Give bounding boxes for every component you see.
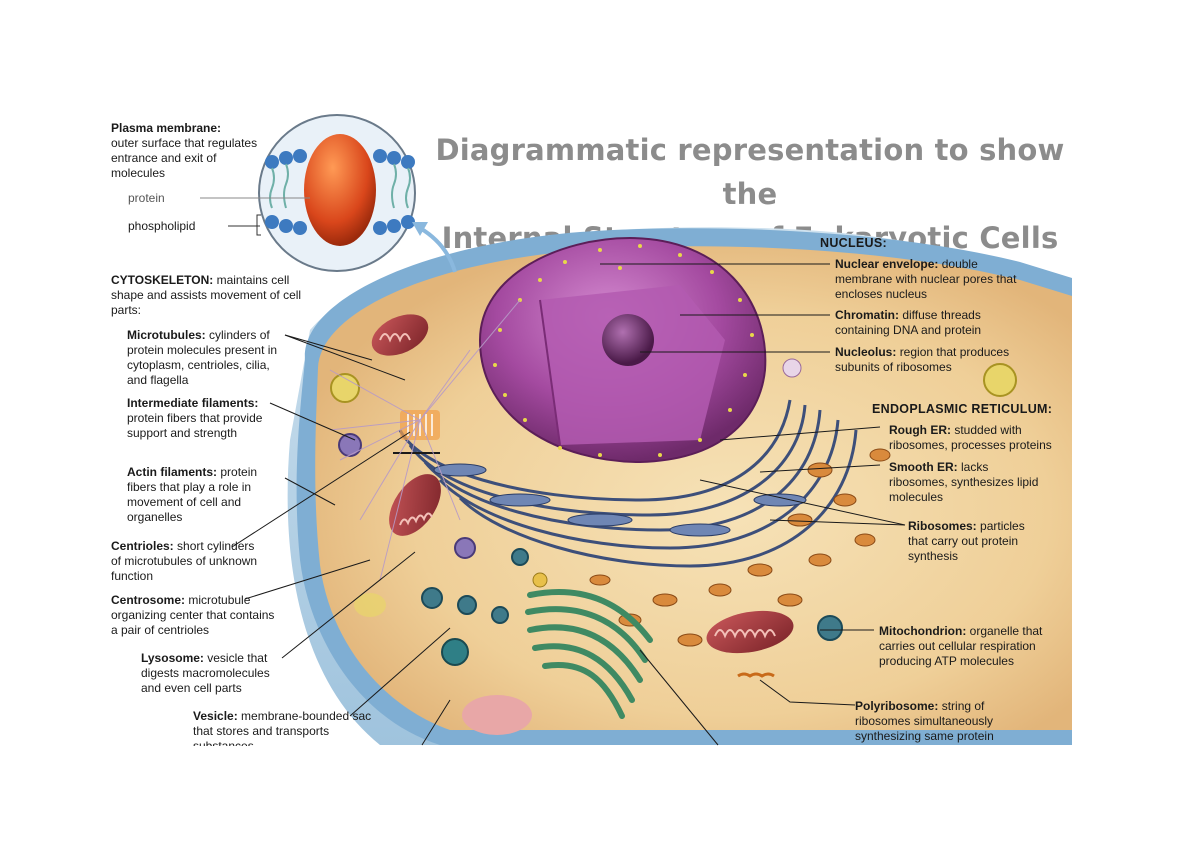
heading-nucleus: NUCLEUS:: [820, 236, 887, 250]
desc-intermediate-filaments: protein fibers that provide support and …: [127, 411, 263, 440]
label-nucleolus: Nucleolus: region that produces subunits…: [835, 345, 1030, 375]
membrane-inset: [200, 114, 457, 273]
desc-rough-er: studded with ribosomes, processes protei…: [889, 423, 1052, 452]
desc-microtubules: cylinders of protein molecules present i…: [127, 328, 278, 387]
term-mitochondrion: Mitochondrion:: [879, 624, 967, 638]
mitochondrion-3: [706, 610, 794, 654]
desc-nuclear-envelope: double membrane with nuclear pores that …: [835, 257, 1017, 301]
desc-centrioles: short cylinders of microtubules of unkno…: [111, 539, 258, 583]
desc-chromatin: diffuse threads containing DNA and prote…: [835, 308, 982, 337]
term-polyribosome: Polyribosome:: [855, 699, 939, 713]
term-ribosomes: Ribosomes:: [908, 519, 977, 533]
term-centrioles: Centrioles:: [111, 539, 174, 553]
label-microtubules: Microtubules: cylinders of protein molec…: [127, 328, 292, 388]
label-cytoskeleton: CYTOSKELETON: maintains cell shape and a…: [111, 273, 306, 318]
desc-centrosome: microtubule organizing center that conta…: [111, 593, 275, 637]
term-rough-er: Rough ER:: [889, 423, 951, 437]
label-centrioles: Centrioles: short cylinders of microtubu…: [111, 539, 261, 584]
term-intermediate-filaments: Intermediate filaments:: [127, 396, 259, 410]
er-cisternae: [433, 463, 807, 537]
desc-plasma-membrane: outer surface that regulates entrance an…: [111, 136, 258, 180]
label-mitochondrion: Mitochondrion: organelle that carries ou…: [879, 624, 1074, 669]
label-chromatin: Chromatin: diffuse threads containing DN…: [835, 308, 1025, 338]
term-smooth-er: Smooth ER:: [889, 460, 958, 474]
desc-cytoskeleton: maintains cell shape and assists movemen…: [111, 273, 302, 317]
title-line-1: Diagrammatic representation to show the: [435, 133, 1065, 211]
term-nuclear-envelope: Nuclear envelope:: [835, 257, 939, 271]
desc-actin-filaments: protein fibers that play a role in movem…: [127, 465, 258, 524]
term-protein: protein: [128, 191, 165, 205]
membrane-protein: [304, 134, 376, 246]
mitochondrion-1: [371, 314, 429, 356]
label-plasma-membrane: Plasma membrane: outer surface that regu…: [111, 121, 261, 181]
label-phospholipid: phospholipid: [128, 219, 195, 234]
endoplasmic-reticulum: [398, 399, 858, 568]
label-lysosome: Lysosome: vesicle that digests macromole…: [141, 651, 291, 696]
polyribosome: [737, 672, 775, 678]
label-rough-er: Rough ER: studded with ribosomes, proces…: [889, 423, 1064, 453]
term-lysosome: Lysosome:: [141, 651, 204, 665]
nucleus: [478, 236, 767, 464]
label-vesicle: Vesicle: membrane-bounded sac that store…: [193, 709, 373, 746]
term-chromatin: Chromatin:: [835, 308, 899, 322]
label-protein: protein: [128, 191, 165, 206]
label-centrosome: Centrosome: microtubule organizing cente…: [111, 593, 281, 638]
label-ribosomes: Ribosomes: particles that carry out prot…: [908, 519, 1043, 564]
desc-nucleolus: region that produces subunits of ribosom…: [835, 345, 1010, 374]
term-actin-filaments: Actin filaments:: [127, 465, 218, 479]
desc-lysosome: vesicle that digests macromolecules and …: [141, 651, 270, 695]
term-microtubules: Microtubules:: [127, 328, 206, 342]
desc-polyribosome: string of ribosomes simultaneously synth…: [855, 699, 994, 743]
term-plasma-membrane: Plasma membrane:: [111, 121, 222, 135]
term-centrosome: Centrosome:: [111, 593, 186, 607]
label-nuclear-envelope: Nuclear envelope: double membrane with n…: [835, 257, 1025, 302]
cytoskeleton-fibers: [329, 299, 521, 581]
leader-lines-right: [600, 263, 906, 746]
mitochondrion-2: [389, 474, 441, 536]
term-cytoskeleton: CYTOSKELETON:: [111, 273, 214, 287]
desc-vesicle: membrane-bounded sac that stores and tra…: [193, 709, 372, 746]
nucleolus: [602, 314, 654, 366]
term-vesicle: Vesicle:: [193, 709, 238, 723]
heading-endoplasmic-reticulum: ENDOPLASMIC RETICULUM:: [872, 402, 1053, 416]
label-polyribosome: Polyribosome: string of ribosomes simult…: [855, 699, 1020, 746]
label-smooth-er: Smooth ER: lacks ribosomes, synthesizes …: [889, 460, 1039, 505]
desc-mitochondrion: organelle that carries out cellular resp…: [879, 624, 1043, 668]
mitochondria: [371, 314, 794, 654]
desc-smooth-er: lacks ribosomes, synthesizes lipid molec…: [889, 460, 1039, 504]
term-phospholipid: phospholipid: [128, 219, 196, 233]
leader-lines-left: [231, 334, 451, 746]
golgi-apparatus: [525, 589, 653, 719]
label-intermediate-filaments: Intermediate filaments: protein fibers t…: [127, 396, 277, 441]
phospholipid-tails: [269, 163, 411, 209]
phospholipid-heads: [265, 149, 415, 235]
desc-ribosomes: particles that carry out protein synthes…: [908, 519, 1025, 563]
label-actin-filaments: Actin filaments: protein fibers that pla…: [127, 465, 287, 525]
term-nucleolus: Nucleolus:: [835, 345, 897, 359]
cell-illustration: [287, 227, 1073, 745]
vesicles: [330, 358, 1017, 735]
